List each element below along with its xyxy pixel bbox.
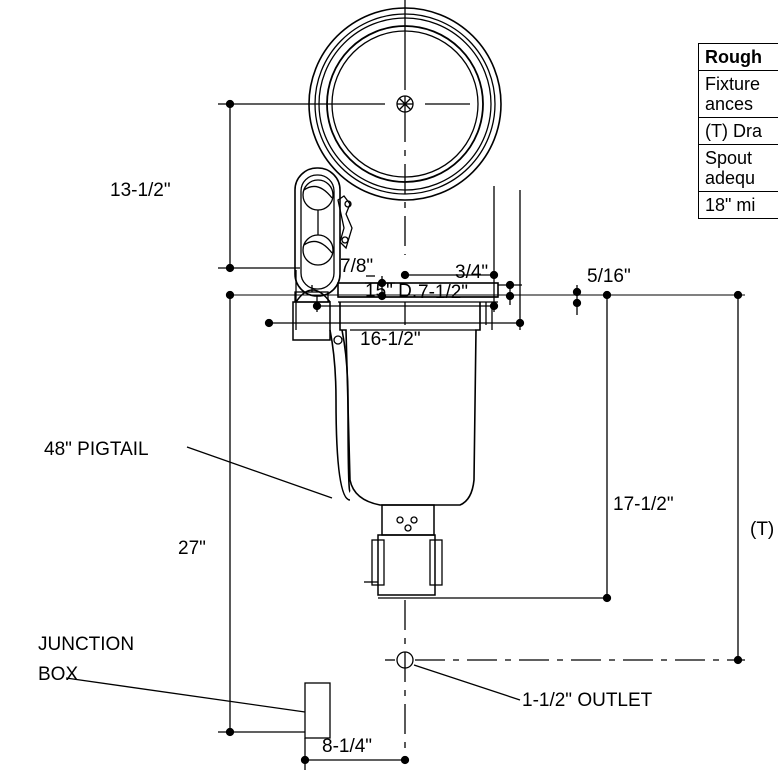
callout-junction-line2: BOX — [38, 664, 78, 685]
dim-overall-width: 16-1/2" — [360, 329, 421, 350]
callout-pigtail: 48" PIGTAIL — [44, 439, 149, 460]
callout-junction-line1: JUNCTION — [38, 634, 134, 655]
dim-rim-offset-a: 7/8" — [340, 256, 373, 277]
dim-top-depth: 13-1/2" — [110, 180, 171, 201]
callout-outlet: 1-1/2" OUTLET — [522, 690, 653, 711]
table-row-min: 18" mi — [698, 191, 778, 219]
table-cell-spout-2: adequ — [705, 168, 756, 188]
outlet-icon — [396, 651, 414, 669]
dim-bowl-depth: 17-1/2" — [613, 494, 674, 515]
plan-dimensions — [218, 99, 525, 330]
plan-view — [294, 0, 502, 297]
elevation-dimensions — [65, 275, 743, 765]
junction-box-icon — [304, 682, 331, 739]
dim-rim-offset-c: 5/16" — [587, 266, 631, 287]
dim-top-center-offset: 7-1/2" — [418, 282, 468, 303]
table-cell-fixture-1: Fixture — [705, 74, 761, 94]
table-row-drain: (T) Dra — [698, 117, 778, 145]
dim-floor-height: 27" — [178, 538, 206, 559]
dim-drain-partial: (T) — [750, 519, 774, 540]
table-header: Rough — [698, 43, 778, 71]
table-cell-fixture-2: ances — [705, 94, 754, 114]
dim-rim-offset-b: 3/4" — [455, 262, 488, 283]
dim-bowl-diameter: 15" D. — [365, 281, 417, 302]
table-cell-spout-1: Spout — [705, 148, 753, 168]
elevation-view — [230, 282, 745, 770]
dim-junction-offset: 8-1/4" — [322, 736, 372, 757]
